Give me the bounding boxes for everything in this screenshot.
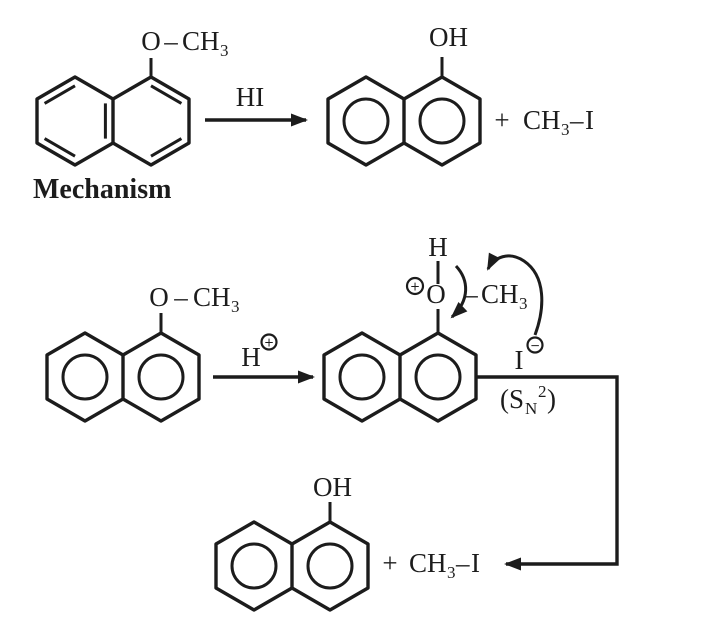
iodine-atom-label: I (585, 105, 594, 135)
oxygen-atom-label: O (141, 26, 161, 56)
methyl-subscript: 3 (447, 563, 456, 582)
mechanism-title: Mechanism (33, 174, 171, 205)
naphthalene-ring-aromatic (326, 75, 482, 167)
elbow-reaction-arrow-icon (476, 375, 619, 571)
nucleophilic-attack-curved-arrow-icon (486, 252, 544, 336)
proton-label: H (241, 342, 261, 372)
plus-charge-sign: + (264, 336, 274, 350)
methyl-subscript: 3 (519, 294, 528, 313)
iodine-atom-label: I (471, 548, 480, 578)
naphthalene-ring-aromatic (214, 520, 370, 612)
iodide-label: I − (515, 336, 544, 375)
methyl-group-label: CH (193, 282, 231, 312)
overall-reaction-arrow: HI (205, 82, 308, 127)
overall-reactant-structure: O – CH 3 (35, 26, 229, 167)
plus-sign: + (494, 105, 509, 135)
proton-label: H (428, 232, 448, 262)
sn2-superscript-2: 2 (538, 382, 547, 401)
bond-dash-label: – (173, 282, 188, 312)
plus-charge-icon: + (405, 276, 425, 296)
naphthalene-ring-aromatic (45, 331, 201, 423)
methyl-subscript: 3 (231, 297, 240, 316)
naphthalene-ring-aromatic (322, 331, 478, 423)
bond-cleavage-curved-arrow-icon (450, 264, 468, 319)
bond-dash-label: – (455, 548, 470, 578)
sn2-label: (S N 2 ) (500, 382, 556, 418)
hydroxyl-label: OH (313, 472, 352, 502)
hydroxyl-label: OH (429, 22, 468, 52)
plus-sign: + (382, 548, 397, 578)
final-byproduct-label: + CH 3 – I (382, 548, 480, 582)
step1-arrow: H + (213, 333, 315, 384)
plus-charge-sign: + (410, 280, 420, 294)
sn2-open-s: (S (500, 384, 524, 414)
naphthalene-ring-kekule (35, 75, 191, 167)
overall-product-structure: OH (326, 22, 482, 167)
methyl-group-label: CH (481, 279, 519, 309)
bond-dash-label: – (163, 26, 178, 56)
methyl-subscript: 3 (561, 120, 570, 139)
sn2-close-paren: ) (547, 384, 556, 414)
plus-charge-icon: + (260, 333, 278, 351)
bond-dash-label: – (569, 105, 584, 135)
iodine-atom-label: I (515, 345, 524, 375)
minus-charge-sign: − (530, 339, 540, 353)
overall-byproduct-label: + CH 3 – I (494, 105, 594, 139)
methyl-subscript: 3 (220, 41, 229, 60)
methyl-group-label: CH (409, 548, 447, 578)
sn2-subscript-n: N (525, 399, 537, 418)
final-product-structure: OH (214, 472, 370, 612)
methyl-group-label: CH (182, 26, 220, 56)
oxygen-atom-label: O (149, 282, 169, 312)
minus-charge-icon: − (526, 336, 544, 354)
intermediate-structure: O + H – CH 3 (322, 232, 544, 423)
methyl-group-label: CH (523, 105, 561, 135)
oxygen-atom-label: O (426, 279, 446, 309)
reagent-label: HI (236, 82, 265, 112)
step1-reactant-structure: O – CH 3 (45, 282, 240, 423)
